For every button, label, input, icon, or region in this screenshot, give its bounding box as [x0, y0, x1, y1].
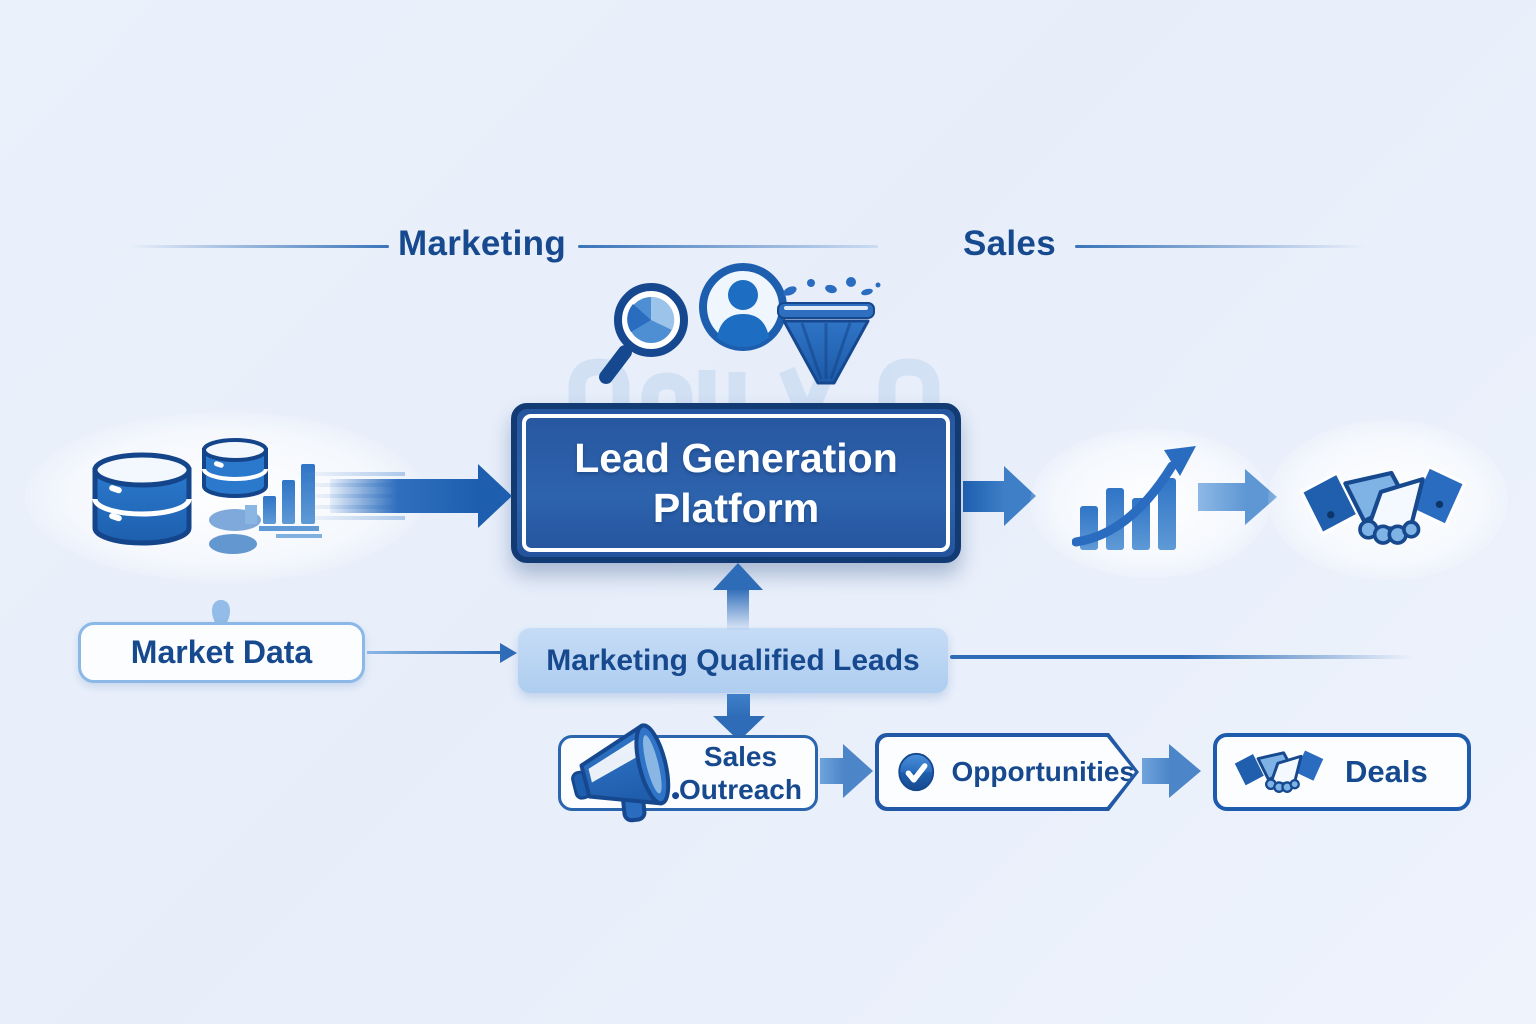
- arrow-data-to-platform-head: [478, 464, 512, 528]
- market-data-label: Market Data: [130, 634, 313, 670]
- handshake-small-icon: [1232, 748, 1326, 793]
- arrow-mql-to-outreach-shaft: [727, 694, 750, 717]
- section-label-marketing: Marketing: [398, 224, 567, 263]
- arrow-market-to-mql-head: [500, 643, 517, 663]
- splash-droplets: [783, 277, 881, 296]
- arrow-opportunities-to-deals-head: [1169, 744, 1201, 798]
- market-data-box: Market Data: [78, 622, 365, 683]
- arrow-data-to-platform-shaft: [330, 479, 480, 513]
- funnel-icon: [777, 277, 881, 385]
- arrow-opportunities-to-deals-shaft: [1142, 758, 1170, 784]
- growth-arrow-chart-icon: [1072, 446, 1196, 550]
- divider-line-middle: [578, 245, 878, 248]
- divider-line-right: [1075, 245, 1365, 248]
- platform-inner-frame: Lead Generation Platform: [522, 414, 950, 552]
- opportunities-box: Opportunities: [875, 733, 1139, 811]
- opportunities-label: Opportunities: [951, 756, 1135, 787]
- section-label-sales: Sales: [963, 224, 1056, 263]
- divider-line-left: [127, 245, 389, 248]
- opportunities-box-inner: Opportunities: [879, 737, 1135, 807]
- deals-box: Deals: [1213, 733, 1471, 811]
- arrow-mql-to-platform-shaft: [727, 588, 749, 630]
- megaphone-icon: [571, 723, 680, 823]
- handshake-icon: [1299, 464, 1467, 545]
- arrow-outreach-to-opportunities-shaft: [820, 758, 844, 784]
- lead-generation-platform-box: Lead Generation Platform: [511, 403, 961, 563]
- database-icon: [92, 452, 192, 546]
- sales-outreach-label: Sales Outreach: [679, 741, 802, 805]
- deals-label: Deals: [1345, 754, 1428, 789]
- database-small-icon: [202, 438, 268, 498]
- platform-label: Lead Generation Platform: [574, 435, 898, 531]
- marketing-qualified-leads-box: Marketing Qualified Leads: [518, 628, 948, 693]
- check-circle-icon: [895, 741, 937, 803]
- mql-label: Marketing Qualified Leads: [546, 643, 920, 677]
- arrow-platform-to-growth-shaft: [963, 481, 1005, 512]
- arrow-mql-to-platform-head: [713, 563, 763, 590]
- arrow-growth-to-handshake-shaft: [1198, 483, 1246, 511]
- arrow-market-to-mql-line: [367, 651, 503, 654]
- mql-sales-handoff-line: [950, 655, 1412, 659]
- magnifier-pie-icon: [599, 283, 688, 384]
- arrow-outreach-to-opportunities-head: [843, 744, 873, 798]
